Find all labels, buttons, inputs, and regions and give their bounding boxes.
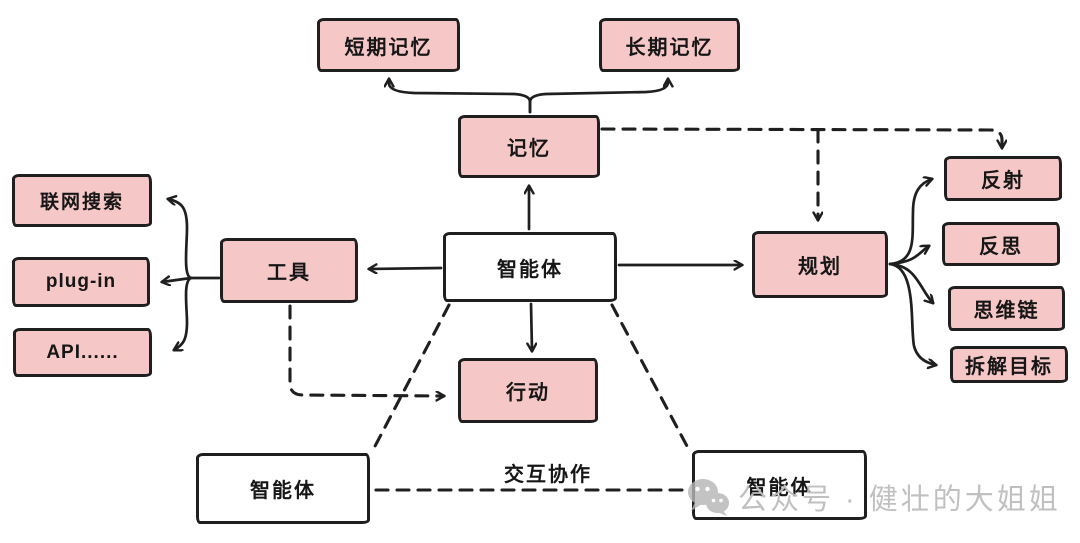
node-label: 短期记忆 bbox=[344, 36, 433, 59]
edge-memory-to-reflection-dashed bbox=[600, 127, 1002, 148]
node-label: 智能体 bbox=[746, 476, 813, 499]
edge-agent-to-bottom-right-agent-dashed bbox=[610, 303, 690, 450]
node-label: 工具 bbox=[267, 262, 311, 284]
node-chain-of-thought: 思维链 bbox=[948, 286, 1065, 331]
node-action: 行动 bbox=[458, 358, 598, 423]
node-api: API...... bbox=[13, 328, 152, 377]
edge-planning-to-goal-decomposition bbox=[888, 262, 936, 365]
node-tools: 工具 bbox=[220, 238, 358, 303]
edge-tools-to-api bbox=[174, 276, 193, 350]
edge-tools-to-web-search bbox=[168, 199, 193, 280]
node-label: 行动 bbox=[506, 382, 550, 404]
node-agent-center: 智能体 bbox=[443, 232, 617, 302]
node-label: API...... bbox=[46, 341, 119, 363]
node-label: 长期记忆 bbox=[625, 36, 714, 59]
node-goal-decomposition: 拆解目标 bbox=[950, 346, 1068, 383]
edge-memory-to-short-term bbox=[389, 79, 532, 114]
edge-tools-to-action-dashed bbox=[288, 304, 444, 396]
edge-agent-to-action bbox=[531, 302, 532, 351]
edge-planning-to-rethink bbox=[888, 246, 929, 266]
node-label: 反思 bbox=[979, 235, 1023, 258]
node-label: 拆解目标 bbox=[965, 356, 1053, 378]
node-label: 记忆 bbox=[507, 138, 551, 160]
node-planning: 规划 bbox=[752, 231, 888, 298]
node-label: 规划 bbox=[798, 256, 842, 278]
node-reflection: 反射 bbox=[944, 156, 1062, 201]
node-long-term-memory: 长期记忆 bbox=[599, 18, 740, 72]
node-label: 反射 bbox=[981, 170, 1025, 192]
node-rethink: 反思 bbox=[942, 222, 1060, 266]
node-short-term-memory: 短期记忆 bbox=[317, 18, 460, 72]
edge-agent-to-tools bbox=[369, 268, 443, 269]
node-label: plug-in bbox=[45, 271, 117, 292]
wechat-icon bbox=[688, 479, 729, 516]
watermark: 公众号 · 健壮的大姐姐 bbox=[686, 476, 1061, 518]
node-web-search: 联网搜索 bbox=[12, 174, 152, 227]
node-memory: 记忆 bbox=[458, 115, 600, 178]
collaboration-edge-label: 交互协作 bbox=[504, 464, 592, 486]
node-agent-bottom-left: 智能体 bbox=[196, 453, 370, 524]
edge-planning-to-reflection bbox=[888, 179, 932, 266]
node-plugin: plug-in bbox=[12, 257, 150, 307]
node-label: 智能体 bbox=[497, 258, 563, 281]
node-label: 联网搜索 bbox=[39, 192, 124, 213]
edge-agent-to-bottom-left-agent-dashed bbox=[371, 303, 451, 452]
edge-tools-to-plugin bbox=[162, 278, 193, 282]
watermark-text: 公众号 · 健壮的大姐姐 bbox=[738, 484, 1061, 516]
node-label: 智能体 bbox=[250, 480, 316, 502]
node-label: 思维链 bbox=[973, 300, 1040, 322]
edge-memory-to-long-term bbox=[528, 79, 668, 114]
